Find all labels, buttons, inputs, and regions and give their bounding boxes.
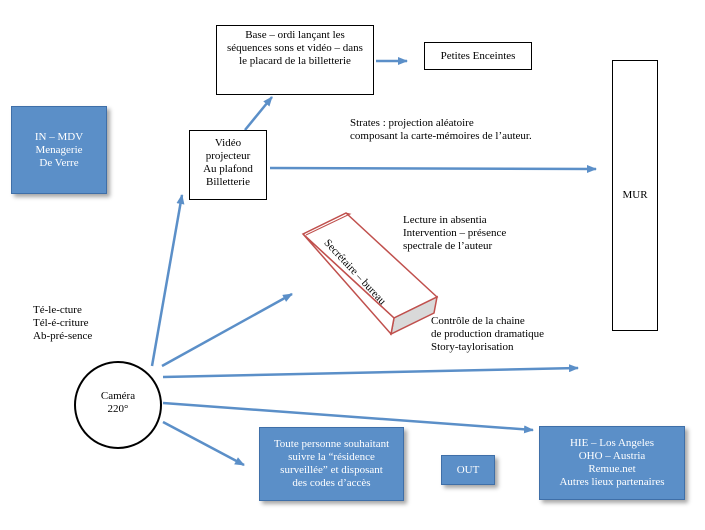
hie-line-4: Autres lieux partenaires — [559, 476, 665, 488]
base-computer-node: Base – ordi lançant les séquences sons e… — [216, 25, 374, 95]
petites-enceintes-label: Petites Enceintes — [440, 50, 516, 62]
video-projecteur-line-3: Au plafond — [203, 163, 253, 175]
arrow-camera-to-videoproj — [150, 194, 185, 367]
strates-line-1: Strates : projection aléatoire — [350, 117, 474, 129]
hie-line-3: Remue.net — [588, 463, 636, 475]
video-projecteur-line-4: Billetterie — [206, 176, 250, 188]
video-projecteur-line-1: Vidéo — [214, 137, 242, 149]
controle-label: Contrôle de la chaine de production dram… — [431, 315, 544, 354]
mur-label: MUR — [622, 189, 648, 201]
controle-line-2: de production dramatique — [431, 328, 545, 340]
out-label: OUT — [456, 463, 480, 476]
arrow-camera-to-toute-personne — [162, 420, 245, 467]
lecture-line-1: Lecture in absentia — [403, 214, 487, 226]
lecture-line-3: spectrale de l’auteur — [403, 240, 493, 252]
camera-circle — [74, 361, 162, 449]
arrow-camera-to-mur — [162, 364, 579, 379]
petites-enceintes-node: Petites Enceintes — [424, 42, 532, 70]
controle-line-1: Contrôle de la chaine — [431, 315, 525, 327]
in-mdv-line-2: Menagerie — [35, 143, 83, 156]
toute-personne-line-4: des codes d’accès — [292, 477, 371, 489]
hie-line-2: OHO – Austria — [578, 450, 646, 462]
in-mdv-node: IN – MDV Menagerie De Verre — [11, 106, 107, 194]
out-node: OUT — [441, 455, 495, 485]
base-computer-label: Base – ordi lançant les séquences sons e… — [227, 29, 363, 67]
camera-node: Caméra 220° — [75, 390, 161, 420]
toute-personne-line-3: surveillée” et disposant — [280, 464, 383, 476]
in-mdv-line-1: IN – MDV — [34, 130, 84, 143]
telecture-line-3: Ab-pré-sence — [33, 330, 93, 342]
arrow-videoproj-to-mur — [269, 164, 597, 173]
telecture-line-1: Té-le-cture — [33, 304, 82, 316]
strates-label: Strates : projection aléatoire composant… — [350, 117, 532, 143]
video-projecteur-line-2: projecteur — [205, 150, 251, 162]
telecture-line-2: Tél-é-criture — [33, 317, 89, 329]
telecture-label: Té-le-cture Tél-é-criture Ab-pré-sence — [33, 304, 92, 343]
strates-line-2: composant la carte-mémoires de l’auteur. — [350, 130, 532, 142]
arrow-camera-to-secretaire — [161, 292, 293, 368]
camera-line-2: 220° — [107, 403, 129, 415]
lecture-line-2: Intervention – présence — [403, 227, 507, 239]
in-mdv-line-3: De Verre — [39, 156, 79, 169]
mur-node: MUR — [612, 60, 658, 331]
toute-personne-line-2: suivre la “résidence — [288, 451, 375, 463]
hie-node: HIE – Los Angeles OHO – Austria Remue.ne… — [539, 426, 685, 500]
video-projecteur-node: Vidéo projecteur Au plafond Billetterie — [189, 130, 267, 200]
toute-personne-line-1: Toute personne souhaitant — [273, 438, 390, 450]
arrow-camera-to-hie — [162, 401, 534, 434]
hie-line-1: HIE – Los Angeles — [569, 437, 654, 449]
camera-line-1: Caméra — [100, 390, 136, 402]
lecture-label: Lecture in absentia Intervention – prése… — [403, 214, 506, 253]
secretaire-desk-shape — [301, 212, 439, 336]
controle-line-3: Story-taylorisation — [431, 341, 514, 353]
arrow-videoproj-to-base — [244, 96, 273, 131]
toute-personne-node: Toute personne souhaitant suivre la “rés… — [259, 427, 404, 501]
